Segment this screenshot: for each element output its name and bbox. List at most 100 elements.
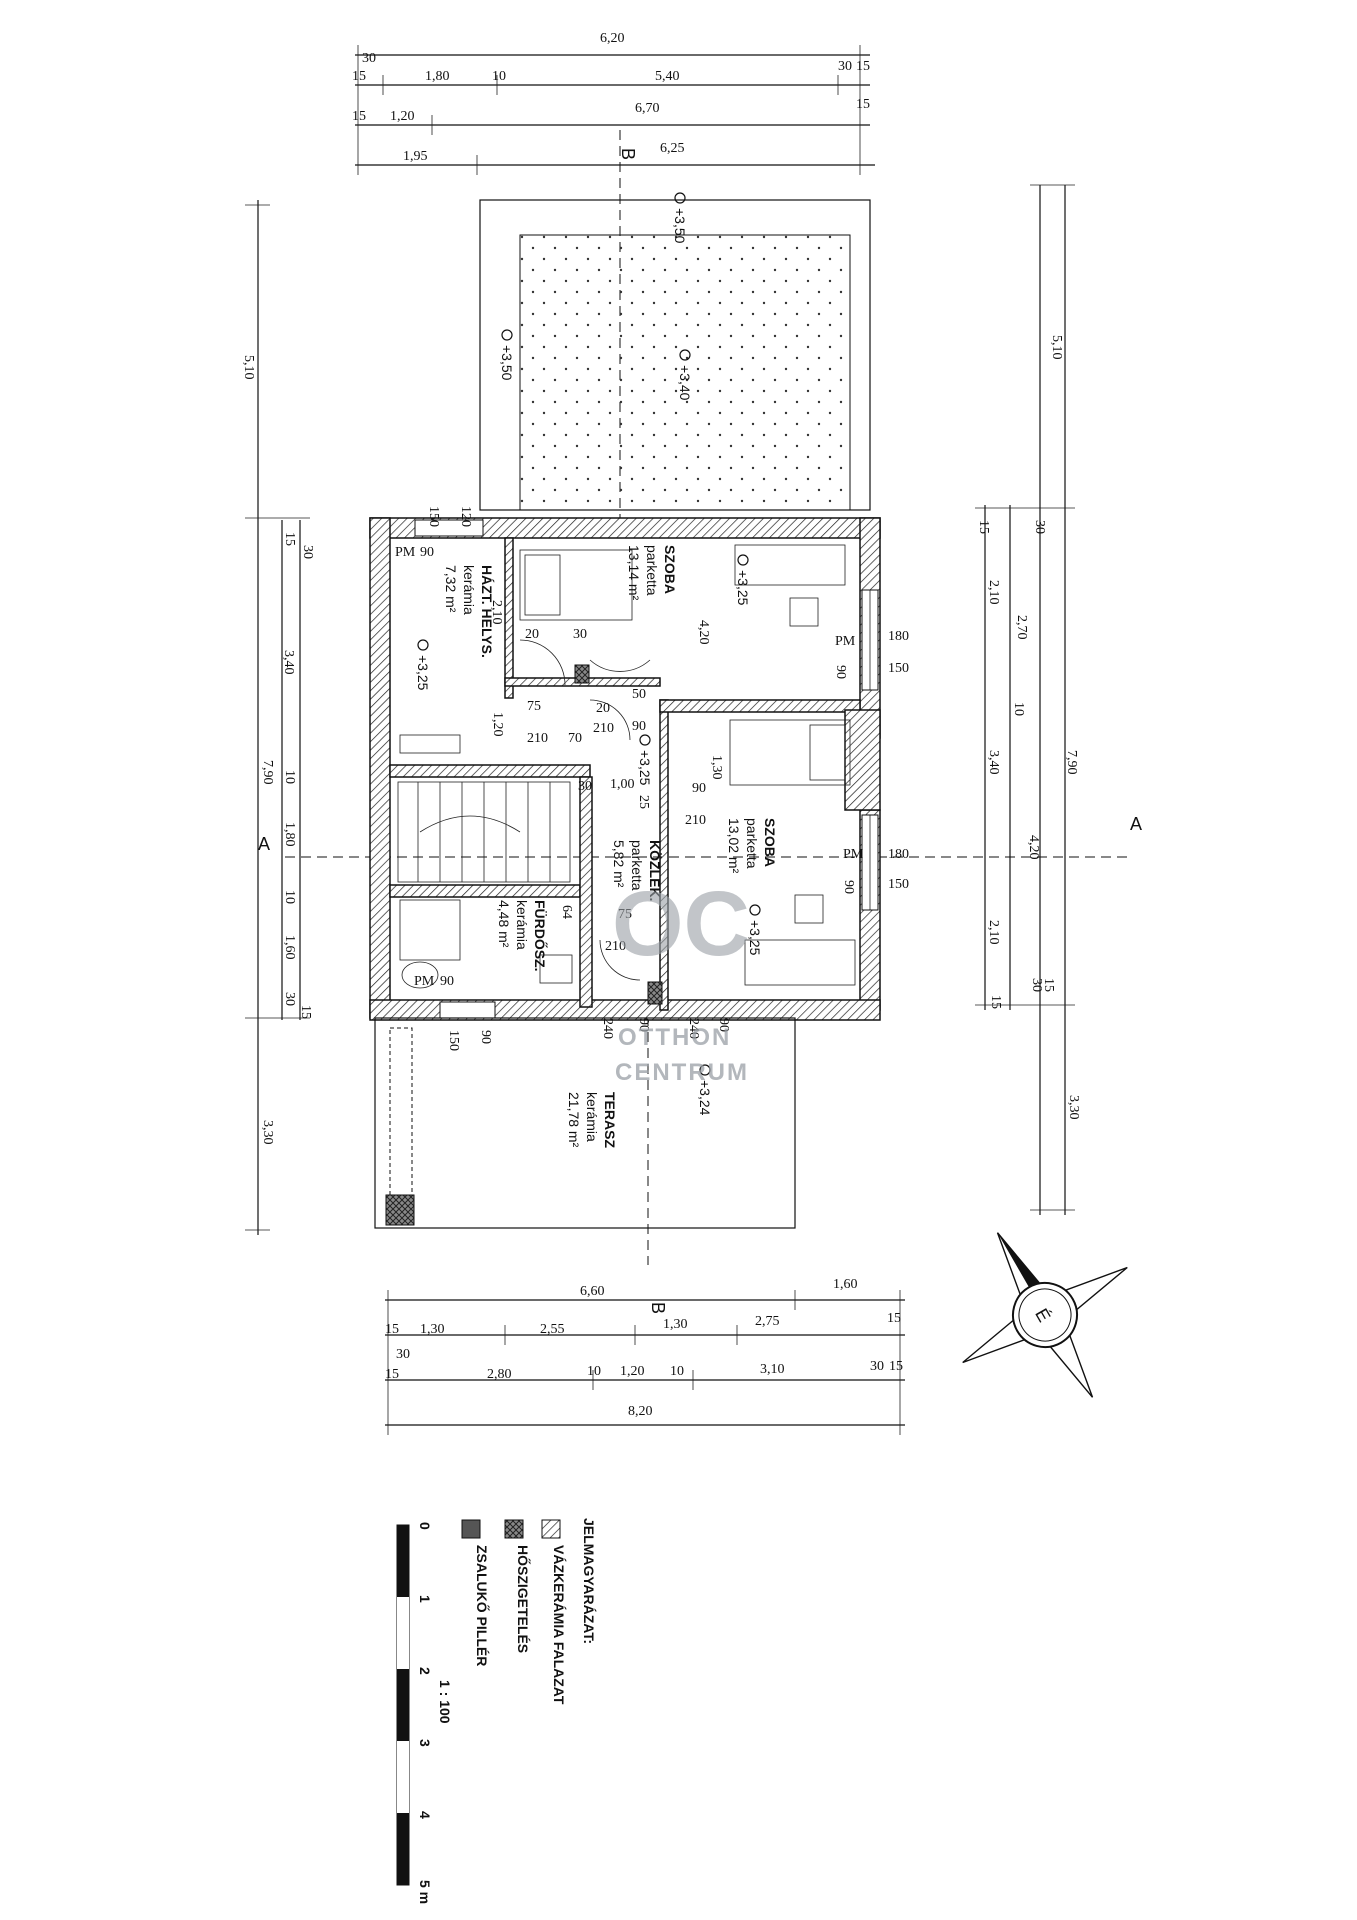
section-lines: B B A A [258, 130, 1142, 1314]
svg-text:10: 10 [1011, 702, 1026, 716]
dim-top-180: 1,80 [425, 69, 450, 84]
svg-text:10: 10 [282, 890, 297, 904]
level-szoba-1: +3,25 [735, 570, 751, 606]
svg-text:30: 30 [282, 992, 297, 1006]
svg-text:4,20: 4,20 [1026, 835, 1041, 860]
room-floor-kozlek: parketta [629, 840, 645, 891]
svg-text:150: 150 [446, 1030, 461, 1051]
svg-text:240: 240 [600, 1018, 615, 1039]
svg-text:210: 210 [605, 939, 626, 954]
bottom-dimension-chains: 6,60 1,60 15 1,30 2,55 1,30 2,75 15 15 3… [385, 1277, 905, 1435]
svg-text:90: 90 [420, 545, 434, 560]
svg-text:90: 90 [716, 1018, 731, 1032]
svg-text:90: 90 [692, 781, 706, 796]
svg-text:20: 20 [525, 627, 539, 642]
level-terasz: +3,24 [697, 1080, 713, 1116]
room-area-szoba-1: 13,14 m² [626, 545, 642, 601]
svg-text:30: 30 [578, 779, 592, 794]
svg-text:7,90: 7,90 [1064, 750, 1079, 775]
room-floor-hazt-helys: kerámia [461, 565, 477, 615]
svg-text:20: 20 [596, 701, 610, 716]
svg-text:6,60: 6,60 [580, 1284, 605, 1299]
legend-title: JELMAGYARÁZAT: [581, 1518, 597, 1644]
scale-tick-2: 2 [417, 1667, 433, 1675]
svg-text:2,10: 2,10 [986, 920, 1001, 945]
dim-top-540: 5,40 [655, 69, 680, 84]
svg-text:2,80: 2,80 [487, 1367, 512, 1382]
svg-text:30: 30 [573, 627, 587, 642]
svg-text:15: 15 [887, 1311, 901, 1326]
dim-top-15d: 15 [856, 97, 870, 112]
svg-text:90: 90 [833, 665, 848, 679]
legend-swatch-vazkeramia [541, 1519, 561, 1539]
dim-top-670: 6,70 [635, 101, 660, 116]
section-b-bottom: B [648, 1302, 668, 1314]
svg-text:90: 90 [632, 719, 646, 734]
section-b-top: B [618, 148, 638, 160]
right-dimension-chain: 5,10 15 30 2,10 2,70 10 3,40 7,90 4,20 2… [975, 184, 1081, 1215]
room-area-hazt-helys: 7,32 m² [443, 565, 459, 613]
svg-text:210: 210 [593, 721, 614, 736]
svg-text:150: 150 [426, 506, 441, 527]
svg-text:PM: PM [835, 634, 856, 649]
svg-text:10: 10 [670, 1364, 684, 1379]
svg-text:2,10: 2,10 [986, 580, 1001, 605]
svg-text:75: 75 [618, 907, 632, 922]
svg-text:1,80: 1,80 [282, 822, 297, 847]
svg-text:PM: PM [414, 974, 435, 989]
svg-text:2,75: 2,75 [755, 1314, 780, 1329]
scale-bar: 0 1 2 3 4 5 m 1 : 100 [396, 1522, 453, 1904]
svg-text:30: 30 [1029, 978, 1044, 992]
svg-text:30: 30 [1032, 520, 1047, 534]
watermark-line2: CENTRUM [615, 1059, 749, 1086]
svg-text:15: 15 [282, 532, 297, 546]
svg-text:30: 30 [870, 1359, 884, 1374]
room-floor-szoba-2: parketta [744, 818, 760, 869]
dim-top-120: 1,20 [390, 109, 415, 124]
svg-text:1,30: 1,30 [663, 1317, 688, 1332]
svg-text:64: 64 [559, 905, 574, 919]
svg-text:3,10: 3,10 [760, 1362, 785, 1377]
dim-top-overall: 6,20 [600, 31, 625, 46]
svg-text:5,10: 5,10 [241, 355, 256, 380]
scale-ratio: 1 : 100 [437, 1680, 453, 1724]
svg-text:50: 50 [632, 687, 646, 702]
svg-text:90: 90 [478, 1030, 493, 1044]
left-dimension-chain: 5,10 30 15 3,40 7,90 10 1,80 10 1,60 30 … [241, 200, 315, 1235]
level-hazt-helys: +3,25 [415, 655, 431, 691]
building-walls [369, 517, 881, 1021]
dim-top-625: 6,25 [660, 141, 685, 156]
dim-top-15b: 15 [856, 59, 870, 74]
svg-text:15: 15 [976, 520, 991, 534]
watermark-logo: OC [612, 873, 750, 975]
svg-text:PM: PM [395, 545, 416, 560]
room-area-szoba-2: 13,02 m² [726, 818, 742, 874]
section-a-left: A [258, 834, 270, 854]
svg-text:120: 120 [458, 506, 473, 527]
svg-text:1,00: 1,00 [610, 777, 635, 792]
scale-tick-3: 3 [417, 1739, 433, 1747]
watermark-line1: OTTHON [618, 1024, 731, 1051]
section-a-right: A [1130, 814, 1142, 834]
svg-text:1,30: 1,30 [709, 755, 724, 780]
staircase [397, 781, 571, 883]
scale-tick-0: 0 [417, 1522, 433, 1530]
level-szoba-2: +3,25 [747, 920, 763, 956]
room-area-terasz: 21,78 m² [566, 1092, 582, 1148]
inner-dimensions: 150 120 PM 90 2,10 20 30 75 210 50 20 90… [395, 506, 909, 1051]
svg-text:75: 75 [527, 699, 541, 714]
room-area-kozlek: 5,82 m² [611, 840, 627, 888]
svg-text:15: 15 [1041, 978, 1056, 992]
svg-text:3,30: 3,30 [260, 1120, 275, 1145]
room-name-hazt-helys: HÁZT. HELYS. [479, 565, 495, 658]
svg-text:10: 10 [587, 1364, 601, 1379]
svg-text:1,20: 1,20 [620, 1364, 645, 1379]
room-labels: SZOBA parketta 13,14 m² HÁZT. HELYS. ker… [443, 545, 778, 1148]
top-dimension-chains: 6,20 30 15 1,80 10 5,40 30 15 15 1,20 6,… [352, 31, 875, 175]
svg-text:15: 15 [385, 1322, 399, 1337]
legend-item-zsaluko: ZSALUKŐ PILLÉR [474, 1545, 491, 1666]
svg-text:240: 240 [686, 1018, 701, 1039]
room-name-szoba-1: SZOBA [662, 545, 678, 594]
dim-top-30b: 30 [838, 59, 852, 74]
